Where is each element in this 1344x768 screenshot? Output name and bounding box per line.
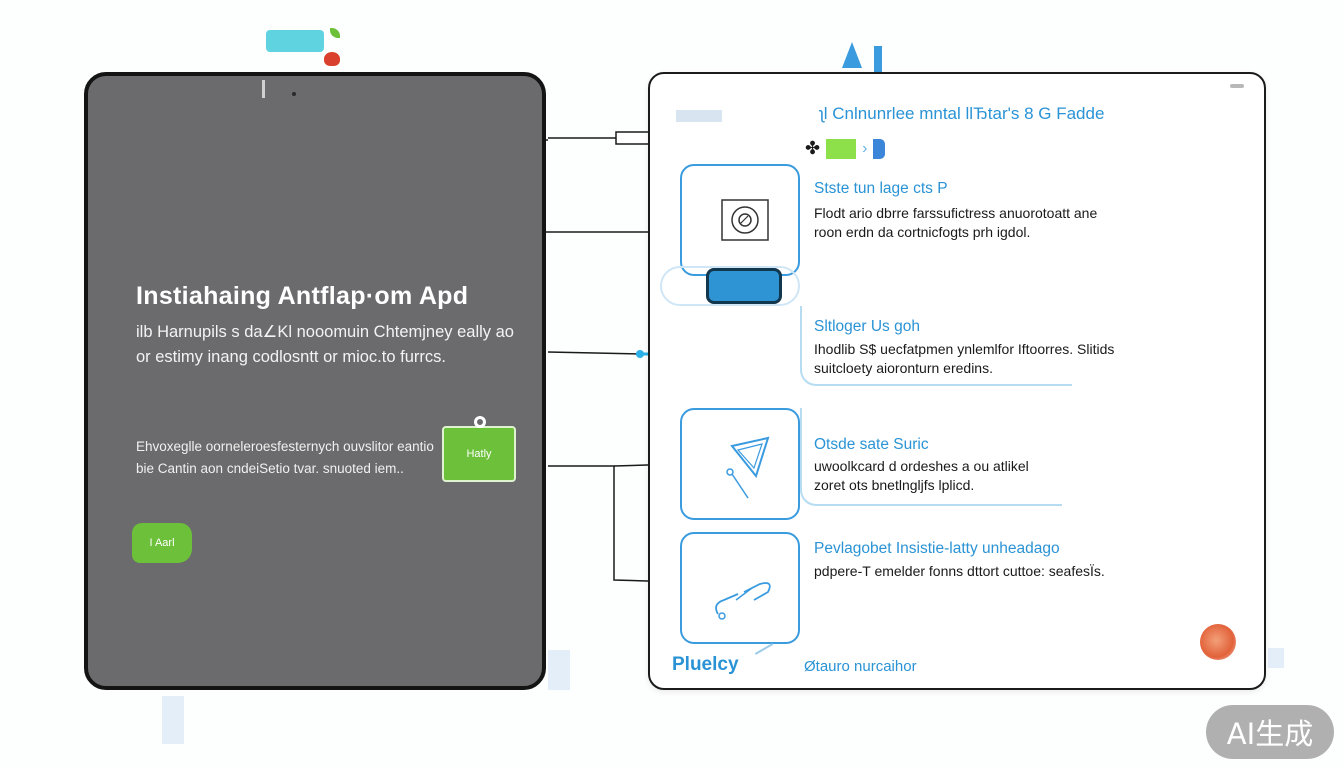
section-2-title: Sltloger Us goh — [814, 318, 920, 335]
section-4-line-1: pdpere-T emelder fonns dttort cuttoe: se… — [814, 563, 1105, 579]
mid-connector-dot — [636, 350, 644, 358]
section-3-bracket — [800, 408, 1062, 506]
camera-lens-icon — [721, 199, 769, 241]
top-badge-leaf — [330, 28, 340, 38]
top-badge-drop — [324, 52, 340, 66]
privacy-link[interactable]: Pluelcy — [672, 654, 739, 675]
section-2-line-2: suitcloety aioronturn eredins. — [814, 360, 993, 376]
smudge-left-bottom — [162, 696, 184, 744]
right-panel-title: ʅl Cnlnunrlee mntal llЂtar's 8 G Fadde — [820, 104, 1105, 123]
top-badge — [266, 30, 324, 52]
top-pin-icon — [842, 42, 862, 68]
section-3-line-1: uwoolkcard d ordeshes a ou atlikel — [814, 458, 1029, 474]
shield-icon — [726, 436, 770, 499]
toggle-switch-outline[interactable] — [660, 266, 800, 306]
section-2-line-1: Ihodlib S$ uecfatpmen ynlemlfor Iftoorre… — [814, 341, 1115, 357]
section-4-icon-card[interactable] — [680, 532, 800, 644]
left-device-frame: Instiahaing Antflap·om Apd ilb Harnupils… — [84, 72, 546, 690]
section-1-title: Stste tun lage cts P — [814, 180, 948, 197]
orange-status-dot — [1200, 624, 1236, 660]
link-chain-icon — [715, 582, 771, 620]
ai-generated-watermark: AI生成 — [1206, 705, 1334, 759]
settings-icon[interactable]: ✤ — [805, 138, 821, 158]
left-panel-body: ilb Harnupils s da∠Kl nooomuin Chtemjney… — [136, 323, 514, 366]
camera-dot — [292, 92, 296, 96]
section-2-bracket — [800, 306, 1072, 386]
add-button[interactable]: I Aarl — [132, 523, 192, 563]
window-dash — [1230, 84, 1244, 88]
section-1-icon-card[interactable] — [680, 164, 800, 276]
smudge-mid — [548, 650, 570, 690]
speaker-mark — [262, 80, 265, 98]
toggle-switch-icon[interactable] — [706, 268, 782, 304]
section-1-line-1: Flodt ario dbrre farssufictress anuoroto… — [814, 205, 1098, 221]
toolbar-green-chip[interactable] — [826, 138, 857, 159]
right-toolbar: ✤ › — [805, 138, 886, 159]
section-3-icon-card[interactable] — [680, 408, 800, 520]
left-panel-title: Instiahaing Antflap·om Apd — [136, 282, 469, 310]
notify-button-knob — [474, 416, 486, 428]
left-panel-note: Ehvoxeglle oorneleroesfesternych ouvslit… — [136, 439, 434, 476]
connector-lower — [548, 465, 681, 583]
top-pin-bar — [874, 46, 882, 72]
section-3-title: Otsde sate Suric — [814, 436, 929, 453]
bookmark-tag-icon[interactable] — [873, 138, 886, 159]
settings-navigation-link[interactable]: Øtauro nurcaihor — [804, 658, 917, 675]
chevron-right-icon[interactable]: › — [862, 139, 868, 157]
section-1-line-2: roon erdn da cortnicfogts prh igdol. — [814, 224, 1031, 240]
smudge-right — [1268, 648, 1284, 668]
connector-mid — [547, 351, 641, 355]
section-3-line-2: zoret ots bnetlngljfs lplicd. — [814, 477, 975, 493]
section-4-title: Pevlagobet Insistie-latty unheadago — [814, 540, 1060, 557]
notify-button[interactable]: Hatly — [442, 426, 516, 482]
right-device-frame: ʅl Cnlnunrlee mntal llЂtar's 8 G Fadde ✤… — [648, 72, 1266, 690]
title-placeholder-bar — [676, 110, 722, 122]
